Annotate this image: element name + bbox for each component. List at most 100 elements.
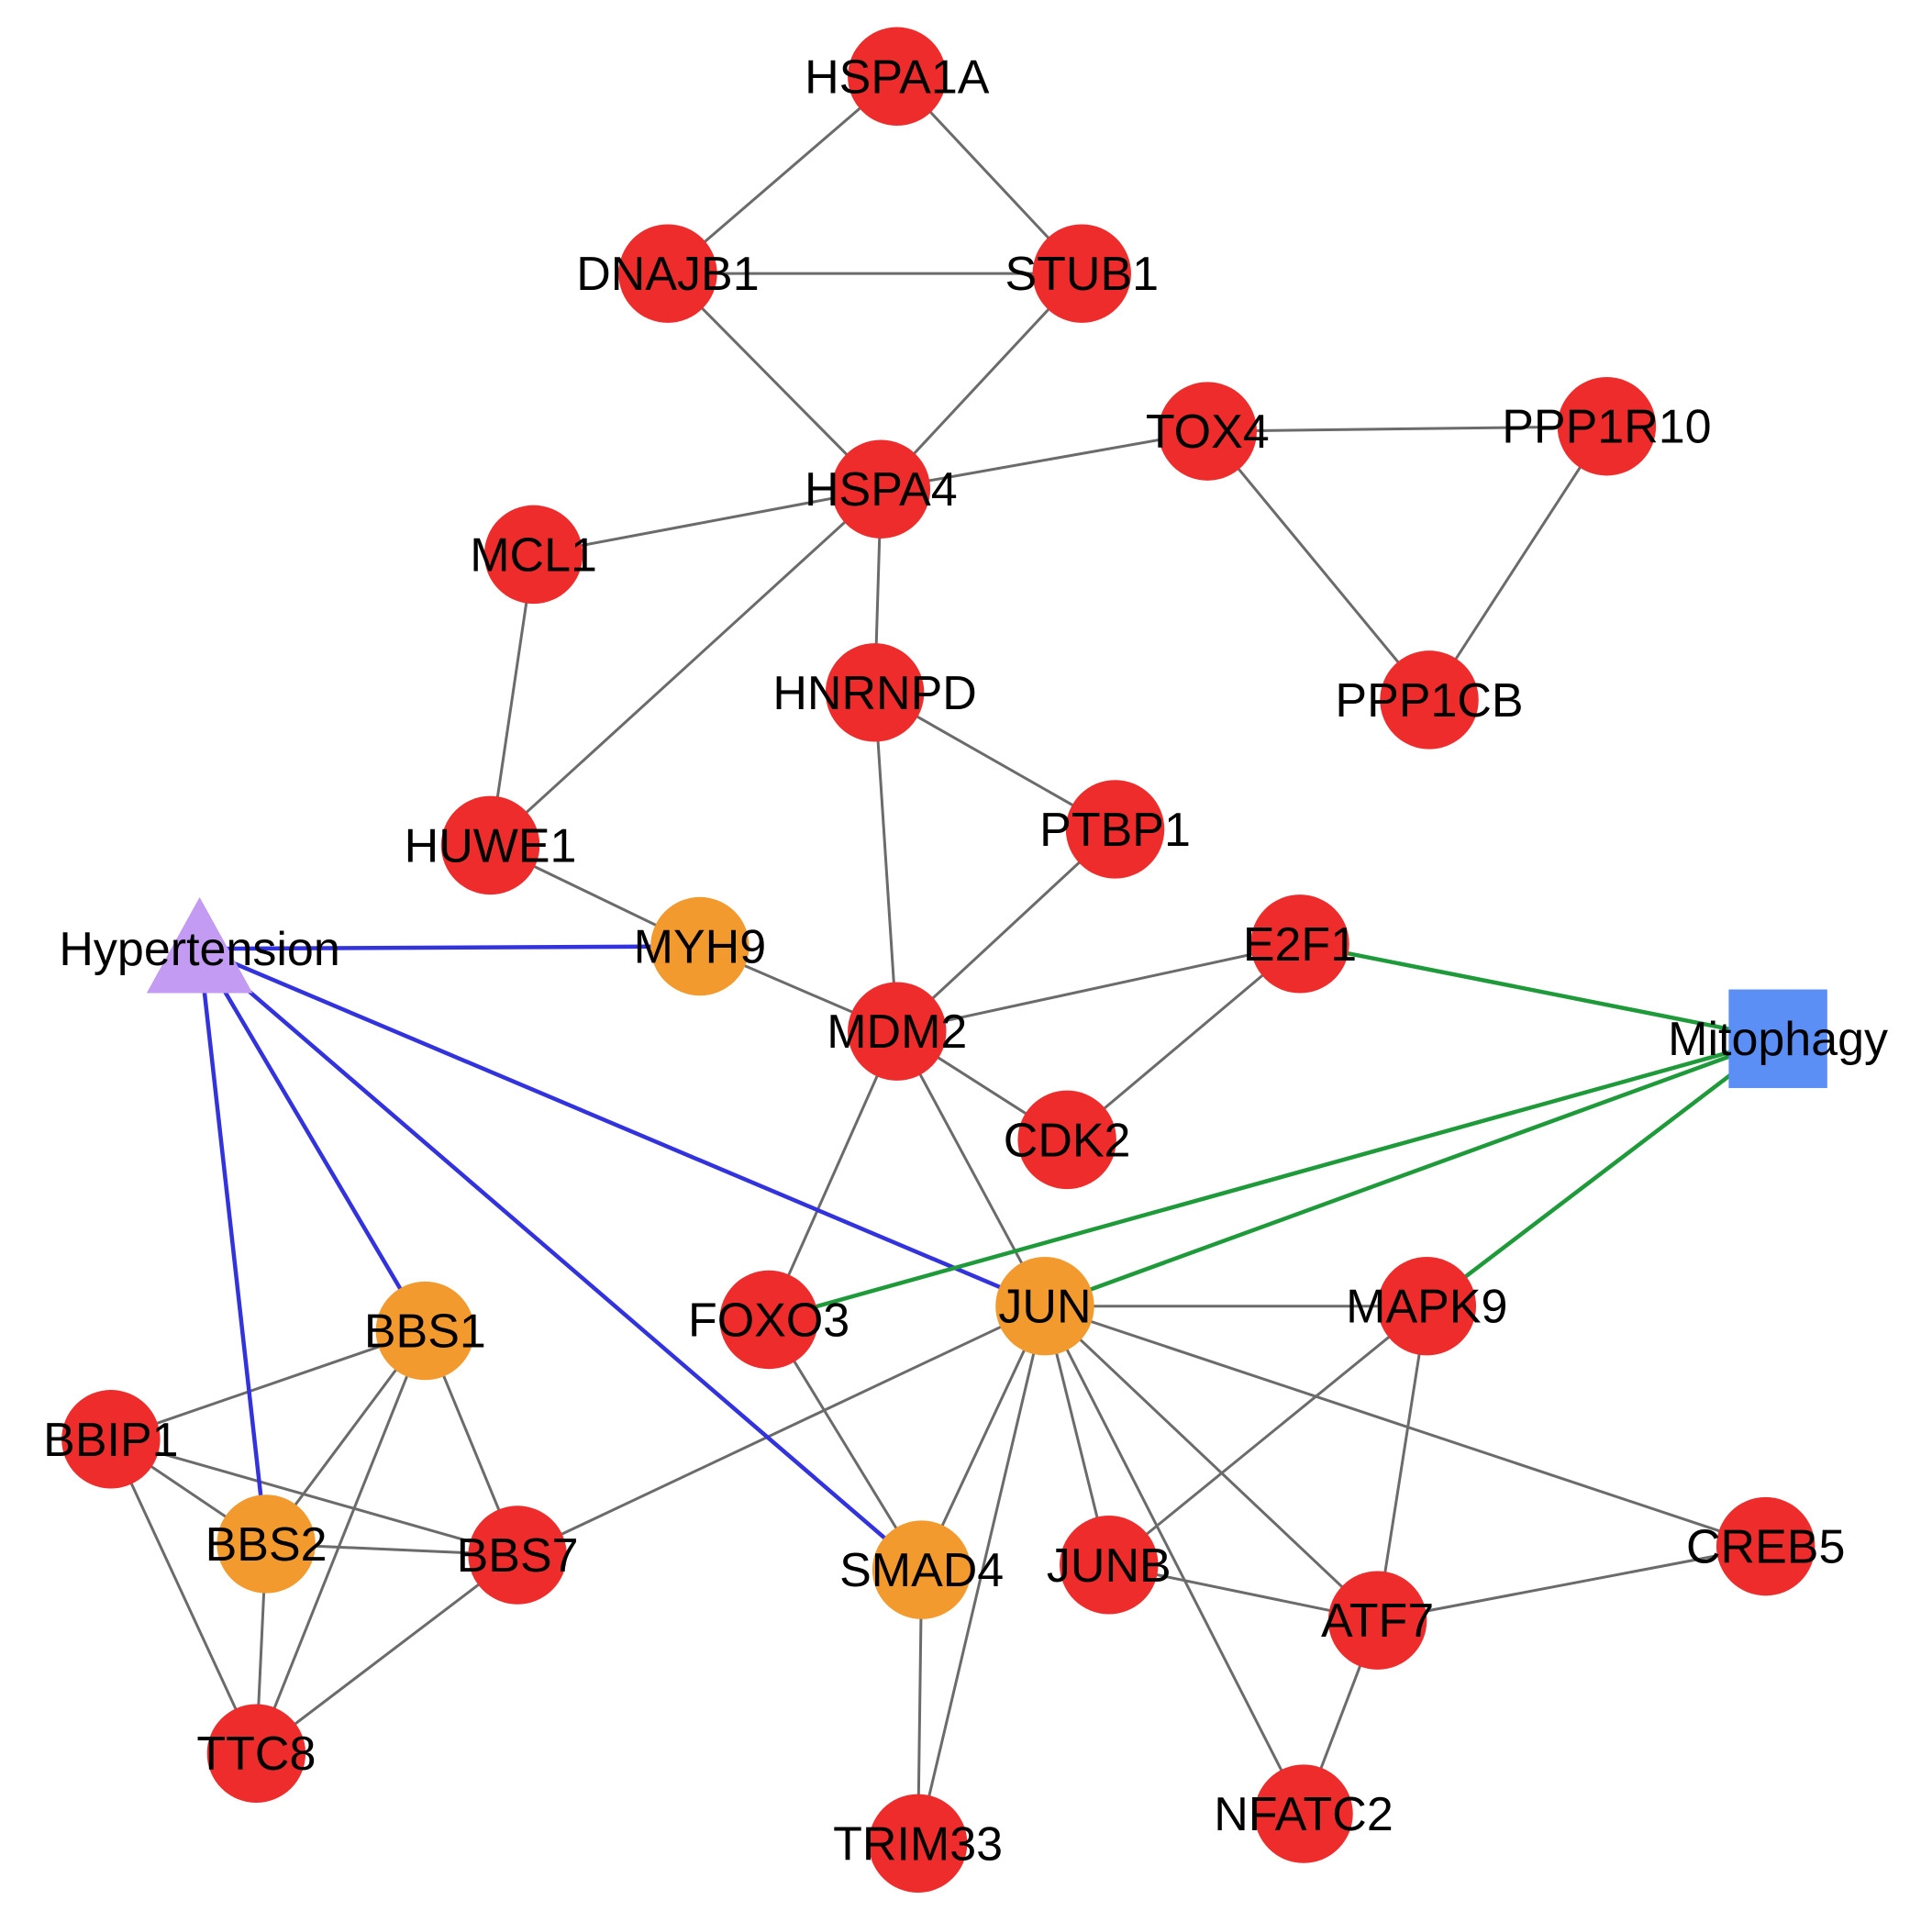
node-label-bbs2: BBS2 bbox=[205, 1518, 328, 1572]
node-label-bbs1: BBS1 bbox=[364, 1305, 486, 1359]
node-label-mcl1: MCL1 bbox=[470, 528, 597, 582]
edge-jun-nfatc2 bbox=[1043, 1305, 1305, 1815]
edge-mdm2-foxo3 bbox=[767, 1030, 899, 1321]
node-e2f1[interactable] bbox=[1250, 894, 1349, 994]
node-label-e2f1: E2F1 bbox=[1243, 918, 1357, 972]
edge-mitophagy-foxo3 bbox=[768, 1037, 1779, 1322]
node-label-jun: JUN bbox=[998, 1281, 1091, 1334]
node-label-bbs7: BBS7 bbox=[457, 1529, 579, 1583]
edge-hypertension-smad4 bbox=[198, 947, 924, 1572]
node-label-ttc8: TTC8 bbox=[196, 1728, 316, 1781]
node-label-hnrnpd: HNRNPD bbox=[772, 667, 976, 720]
node-ppp1cb[interactable] bbox=[1380, 650, 1479, 750]
node-bbip1[interactable] bbox=[61, 1390, 161, 1489]
edge-mapk9-atf7 bbox=[1376, 1305, 1428, 1621]
edge-bbs1-bbip1 bbox=[110, 1329, 426, 1441]
node-label-bbip1: BBIP1 bbox=[43, 1414, 178, 1467]
edge-bbs7-ttc8 bbox=[255, 1553, 519, 1755]
edge-mdm2-jun bbox=[895, 1030, 1047, 1307]
node-bbs7[interactable] bbox=[468, 1505, 567, 1605]
node-mdm2[interactable] bbox=[848, 982, 947, 1081]
node-label-trim33: TRIM33 bbox=[833, 1817, 1003, 1871]
node-hspa1a[interactable] bbox=[848, 27, 947, 126]
node-dnajb1[interactable] bbox=[618, 224, 717, 323]
node-label-mdm2: MDM2 bbox=[827, 1005, 967, 1059]
edge-hnrnpd-mdm2 bbox=[873, 692, 899, 1032]
edge-dnajb1-hspa4 bbox=[666, 272, 883, 491]
node-nfatc2[interactable] bbox=[1254, 1764, 1353, 1863]
node-label-tox4: TOX4 bbox=[1146, 406, 1270, 459]
node-label-ppp1cb: PPP1CB bbox=[1335, 674, 1523, 728]
node-jun[interactable] bbox=[995, 1256, 1094, 1356]
node-smad4[interactable] bbox=[872, 1520, 972, 1619]
edge-ptbp1-mdm2 bbox=[895, 828, 1116, 1033]
edge-mitophagy-mapk9 bbox=[1425, 1037, 1780, 1308]
node-tox4[interactable] bbox=[1158, 382, 1257, 481]
edge-hypertension-jun bbox=[198, 947, 1046, 1308]
edge-atf7-creb5 bbox=[1377, 1545, 1766, 1622]
edge-jun-atf7 bbox=[1043, 1305, 1379, 1622]
edge-ppp1r10-ppp1cb bbox=[1427, 425, 1608, 701]
edge-hspa1a-dnajb1 bbox=[666, 75, 898, 275]
node-label-nfatc2: NFATC2 bbox=[1214, 1788, 1393, 1841]
node-label-cdk2: CDK2 bbox=[1004, 1114, 1131, 1167]
edge-tox4-ppp1r10 bbox=[1207, 425, 1607, 433]
node-label-hypertension: Hypertension bbox=[59, 923, 339, 976]
edge-hypertension-myh9 bbox=[199, 944, 700, 951]
node-label-atf7: ATF7 bbox=[1321, 1594, 1434, 1648]
node-ppp1r10[interactable] bbox=[1557, 376, 1657, 476]
node-label-creb5: CREB5 bbox=[1686, 1521, 1845, 1574]
edge-jun-bbs7 bbox=[516, 1305, 1046, 1557]
node-atf7[interactable] bbox=[1327, 1571, 1427, 1670]
node-junb[interactable] bbox=[1060, 1516, 1159, 1615]
node-label-hspa1a: HSPA1A bbox=[805, 50, 990, 104]
node-label-foxo3: FOXO3 bbox=[688, 1294, 849, 1347]
node-label-ppp1r10: PPP1R10 bbox=[1502, 401, 1711, 454]
node-hnrnpd[interactable] bbox=[825, 643, 925, 742]
edge-bbip1-bbs7 bbox=[110, 1438, 518, 1557]
edge-hspa4-huwe1 bbox=[489, 488, 883, 847]
node-stub1[interactable] bbox=[1032, 224, 1131, 323]
edge-hypertension-bbs1 bbox=[197, 948, 427, 1332]
node-label-hspa4: HSPA4 bbox=[805, 463, 958, 517]
edge-mitophagy-e2f1 bbox=[1299, 941, 1779, 1041]
node-creb5[interactable] bbox=[1715, 1496, 1815, 1596]
edge-hypertension-bbs2 bbox=[197, 948, 269, 1545]
node-mitophagy[interactable] bbox=[1728, 989, 1827, 1088]
node-label-stub1: STUB1 bbox=[1005, 248, 1159, 301]
node-mapk9[interactable] bbox=[1377, 1256, 1477, 1356]
node-hypertension[interactable] bbox=[146, 896, 253, 994]
node-label-mitophagy: Mitophagy bbox=[1668, 1013, 1888, 1066]
node-layer bbox=[61, 27, 1827, 1894]
node-ttc8[interactable] bbox=[206, 1704, 306, 1803]
node-label-myh9: MYH9 bbox=[634, 921, 766, 974]
node-myh9[interactable] bbox=[650, 896, 749, 996]
edge-mapk9-junb bbox=[1107, 1305, 1428, 1566]
node-huwe1[interactable] bbox=[440, 795, 540, 895]
edge-bbip1-ttc8 bbox=[109, 1439, 258, 1754]
node-cdk2[interactable] bbox=[1017, 1090, 1116, 1190]
edge-hspa4-tox4 bbox=[881, 429, 1208, 491]
edge-mitophagy-jun bbox=[1044, 1037, 1779, 1308]
edge-e2f1-cdk2 bbox=[1066, 942, 1301, 1141]
edge-bbs1-ttc8 bbox=[254, 1330, 427, 1754]
node-label-huwe1: HUWE1 bbox=[405, 819, 577, 872]
node-mcl1[interactable] bbox=[483, 505, 583, 605]
node-hspa4[interactable] bbox=[831, 439, 931, 539]
node-label-dnajb1: DNAJB1 bbox=[576, 248, 759, 301]
node-bbs2[interactable] bbox=[217, 1494, 316, 1594]
edge-tox4-ppp1cb bbox=[1206, 430, 1431, 701]
edge-jun-creb5 bbox=[1044, 1305, 1767, 1549]
node-ptbp1[interactable] bbox=[1065, 780, 1165, 879]
edge-mdm2-e2f1 bbox=[896, 942, 1301, 1033]
node-label-junb: JUNB bbox=[1047, 1539, 1171, 1593]
node-foxo3[interactable] bbox=[719, 1270, 818, 1370]
edge-hspa4-mcl1 bbox=[533, 487, 882, 556]
edge-jun-trim33 bbox=[916, 1305, 1047, 1844]
node-bbs1[interactable] bbox=[375, 1281, 475, 1381]
node-trim33[interactable] bbox=[868, 1794, 968, 1894]
node-label-smad4: SMAD4 bbox=[839, 1544, 1004, 1597]
node-label-mapk9: MAPK9 bbox=[1346, 1281, 1507, 1334]
